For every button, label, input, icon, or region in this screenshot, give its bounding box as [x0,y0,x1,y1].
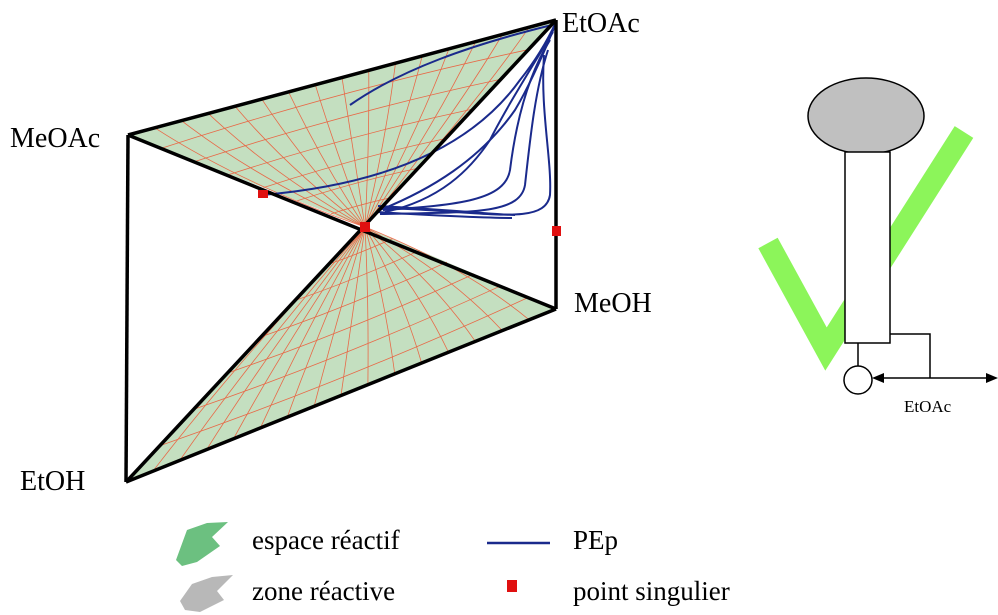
residue-curve [229,108,475,175]
pep-curve-5 [379,54,552,216]
residue-curves [152,26,530,472]
residue-curve [233,226,366,439]
residue-curve [161,49,529,149]
pep-curve-6 [377,205,516,216]
residue-curve [262,261,448,337]
pep-curve-4 [379,49,549,215]
residue-curve [160,296,529,446]
side-draw-line [890,333,931,378]
residue-curve [288,91,366,228]
residue-curve [297,167,420,202]
edge-meoac-meoh [127,133,557,311]
pep-curve-3 [382,39,551,211]
legend-pep-label: PEp [573,525,619,555]
singular-point-left [258,190,268,198]
residue-curve [260,226,366,429]
vertex-label-etoac: EtOAc [562,8,640,39]
column-sketch [758,77,998,395]
legend-reactive-space-label: espace réactif [252,525,400,555]
legend-reactive-zone-label: zone réactive [252,576,396,606]
residue-curve [195,78,502,162]
edge-meoac-etoac [127,18,557,137]
singular-points [258,190,561,236]
prism-edges [124,18,558,484]
legend-singular-point-icon [507,580,517,592]
residue-curve [364,226,369,385]
residue-curve [331,197,393,215]
residue-curve [286,226,366,418]
vertex-label-meoh: MeOH [574,288,652,319]
legend-reactive-space-icon [176,522,228,566]
residue-curve [263,137,447,188]
residue-curve [364,55,423,228]
legend-singular-point-label: point singulier [573,576,730,606]
singular-point-right [552,226,561,236]
residue-curve [228,273,475,374]
check-mark [758,126,974,371]
reboiler [843,365,873,395]
residue-curve [207,113,366,228]
feed-arrow-head-left [872,373,884,383]
column-body [844,151,891,344]
residue-curve [154,127,366,228]
legend-reactive-zone-icon [180,575,233,612]
pep-curve-7 [377,211,513,219]
residue-curve [181,120,366,228]
residue-curve [364,226,449,353]
vertex-label-etoh: EtOH [20,466,86,497]
edge-etoh-meoh [125,307,557,484]
residue-curve [206,226,366,450]
residue-curve [314,84,366,228]
edge-meoac-etoh [124,134,130,483]
residue-curve [194,285,502,410]
residue-curve [340,226,366,396]
edge-etoac-etoh [124,18,558,484]
upper-reactive-surface [128,20,556,227]
condenser [807,77,925,155]
residue-curve [364,70,370,228]
vertex-label-meoac: MeOAc [10,123,101,154]
feed-arrow-head-right [986,373,998,383]
residue-curve [341,77,366,228]
residue-curve [313,226,366,407]
column-feed-label: EtOAc [904,397,952,416]
residue-curve [296,250,420,301]
residue-curve [364,41,477,228]
pep-curves [261,21,557,219]
pep-curve-2 [384,31,554,213]
pep-curve-upper [349,24,553,106]
singular-point-center [360,222,370,232]
